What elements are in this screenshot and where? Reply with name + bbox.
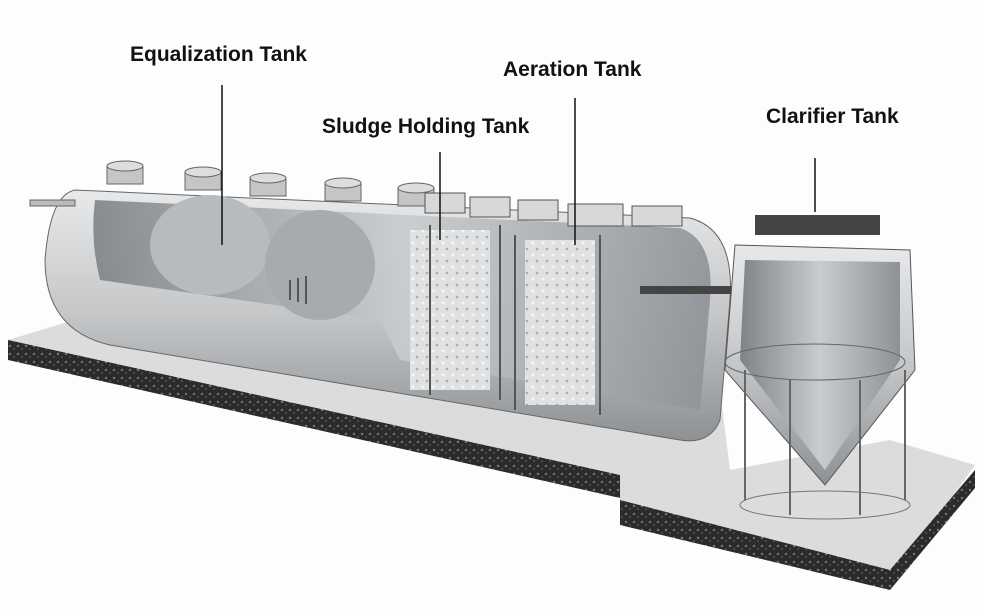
concrete-base-slab	[8, 300, 975, 590]
clarifier-vessel	[724, 215, 916, 520]
inlet-pipe	[29, 199, 76, 207]
label-sludge-holding-tank: Sludge Holding Tank	[322, 115, 530, 138]
label-equalization-tank: Equalization Tank	[130, 43, 307, 66]
leader-lines	[221, 85, 816, 245]
label-aeration-tank: Aeration Tank	[503, 58, 642, 81]
equalization-chamber	[150, 195, 270, 295]
aeration-chamber	[525, 240, 595, 405]
clarifier-grating	[755, 215, 880, 235]
sludge-holding-chamber	[410, 230, 490, 390]
vent-boxes	[424, 192, 683, 227]
main-cylindrical-tank	[29, 160, 760, 442]
label-clarifier-tank: Clarifier Tank	[766, 105, 899, 128]
